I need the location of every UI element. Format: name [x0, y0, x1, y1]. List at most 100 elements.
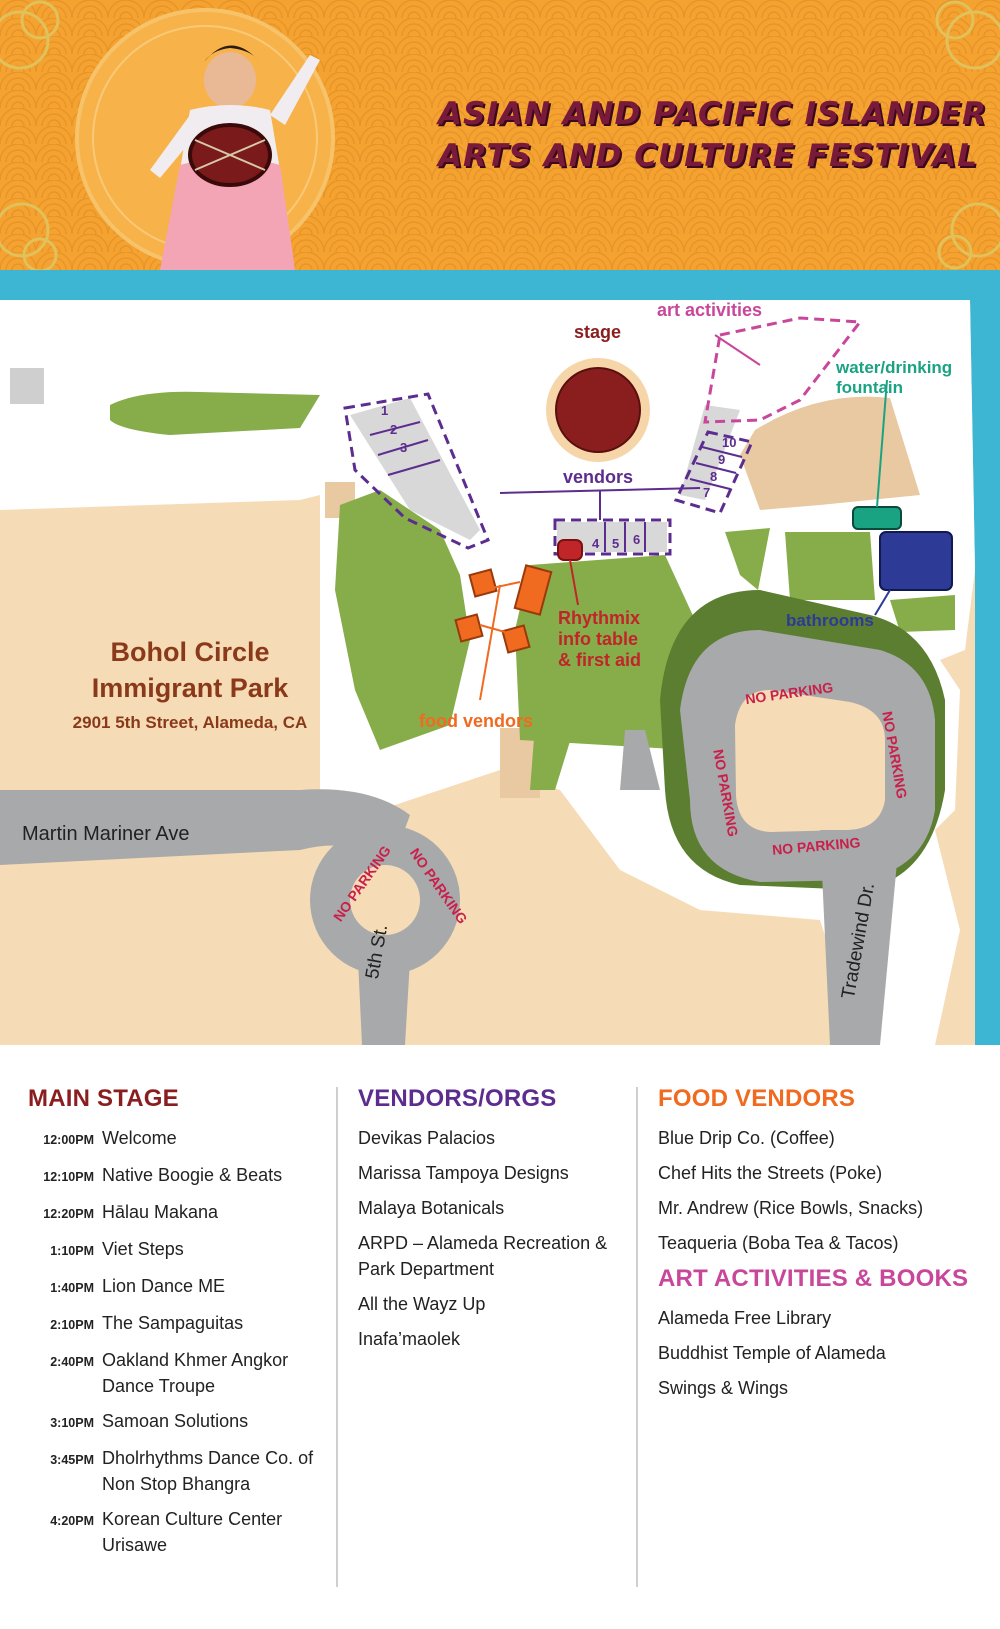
art-activity-item: Swings & Wings — [658, 1378, 789, 1398]
food-art-column: FOOD VENDORS Blue Drip Co. (Coffee)Chef … — [658, 1085, 988, 1410]
vendor-area-right — [673, 430, 755, 515]
schedule-time: 2:10PM — [50, 1318, 94, 1332]
stage-circle — [555, 367, 641, 453]
schedule-act: Korean Culture Center Urisawe — [102, 1509, 283, 1555]
booth-2: 2 — [390, 422, 398, 437]
vendor-item: ARPD – Alameda Recreation & Park Departm… — [358, 1233, 608, 1279]
stage-label: stage — [574, 322, 622, 342]
column-divider — [636, 1087, 638, 1587]
art-activities-title: ART ACTIVITIES & BOOKS — [658, 1265, 969, 1292]
schedule-act: Samoan Solutions — [102, 1411, 249, 1431]
cloud-ornament-left — [0, 0, 60, 270]
lawn-center — [515, 555, 695, 750]
park-name-line1: Bohol Circle — [110, 637, 270, 667]
rhythmix-label-line2: info table — [558, 629, 638, 649]
column-divider — [336, 1087, 338, 1587]
schedule-time: 4:20PM — [50, 1514, 94, 1528]
park-address: 2901 5th Street, Alameda, CA — [72, 713, 308, 732]
art-activities-label: art activities — [657, 300, 763, 320]
grey-block — [10, 368, 44, 404]
lawn-left — [335, 490, 470, 750]
water-fountain — [852, 506, 902, 530]
festival-header: ASIAN AND PACIFIC ISLANDER ARTS AND CULT… — [0, 0, 1000, 270]
art-activity-item: Buddhist Temple of Alameda — [658, 1343, 886, 1363]
booth-10: 10 — [722, 435, 737, 450]
main-stage-title: MAIN STAGE — [28, 1085, 179, 1112]
food-vendor-item: Blue Drip Co. (Coffee) — [658, 1128, 835, 1148]
rhythmix-label-line3: & first aid — [558, 650, 642, 670]
vendors-title: VENDORS/ORGS — [358, 1085, 557, 1112]
schedule-act: Dholrhythms Dance Co. of Non Stop Bhangr… — [102, 1448, 314, 1494]
vendor-item: All the Wayz Up — [358, 1294, 486, 1314]
festival-title-line2: ARTS AND CULTURE FESTIVAL — [438, 138, 978, 174]
stage-schedule-item: 2:40PM Oakland Khmer Angkor Dance Troupe — [28, 1347, 328, 1399]
map-canvas — [0, 270, 1000, 1045]
bathrooms-label: bathrooms — [786, 611, 874, 630]
schedule-act: Viet Steps — [102, 1239, 184, 1259]
martin-mariner-label: Martin Mariner Ave — [22, 823, 190, 845]
booth-1: 1 — [381, 403, 389, 418]
food-vendors-title: FOOD VENDORS — [658, 1085, 856, 1112]
booth-6: 6 — [633, 532, 641, 547]
vendors-connector — [499, 487, 701, 494]
schedule-act: Welcome — [102, 1128, 177, 1148]
food-vendor-item: Mr. Andrew (Rice Bowls, Snacks) — [658, 1198, 924, 1218]
schedule-time: 1:40PM — [50, 1281, 94, 1295]
booth-4: 4 — [592, 536, 600, 551]
schedule-act: The Sampaguitas — [102, 1313, 244, 1333]
art-activities-area — [703, 316, 863, 424]
schedule-time: 3:45PM — [50, 1453, 94, 1467]
stage-schedule-item: 12:20PM Hālau Makana — [28, 1199, 328, 1227]
fifth-st-road — [358, 960, 410, 1045]
water-label-line1: water/drinking — [836, 358, 953, 377]
food-vendor-tents — [454, 564, 553, 654]
schedule-act: Oakland Khmer Angkor Dance Troupe — [102, 1350, 289, 1396]
stage-schedule-item: 4:20PM Korean Culture Center Urisawe — [28, 1506, 328, 1558]
booth-3: 3 — [400, 440, 408, 455]
schedule-time: 12:00PM — [43, 1133, 94, 1147]
stage-schedule-item: 3:45PM Dholrhythms Dance Co. of Non Stop … — [28, 1445, 328, 1497]
stage-schedule-item: 12:00PM Welcome — [28, 1125, 328, 1153]
art-activity-item: Alameda Free Library — [658, 1308, 832, 1328]
stage-schedule-item: 1:40PM Lion Dance ME — [28, 1273, 328, 1301]
vendor-area-center — [553, 518, 672, 556]
vendor-item: Malaya Botanicals — [358, 1198, 505, 1218]
vendor-item: Marissa Tampoya Designs — [358, 1163, 569, 1183]
schedule-act: Hālau Makana — [102, 1202, 219, 1222]
tradewind-road — [820, 830, 900, 1045]
food-vendors-list: Blue Drip Co. (Coffee)Chef Hits the Stre… — [658, 1125, 988, 1256]
booth-5: 5 — [612, 536, 620, 551]
lawn-right — [785, 532, 875, 600]
stage-schedule-item: 2:10PM The Sampaguitas — [28, 1310, 328, 1338]
vendor-area-left — [343, 392, 490, 550]
park-name: Bohol Circle Immigrant Park — [0, 634, 380, 706]
martin-mariner-road — [0, 789, 410, 870]
festival-map: stage art activities water/drinking foun… — [0, 270, 1000, 1045]
dancer-figure — [150, 45, 320, 270]
water-label-line2: fountain — [836, 378, 904, 397]
vendor-item: Devikas Palacios — [358, 1128, 496, 1148]
schedule-act: Native Boogie & Beats — [102, 1165, 283, 1185]
bathrooms-block — [879, 531, 953, 591]
rhythmix-label-line1: Rhythmix — [558, 608, 641, 628]
vendors-label: vendors — [563, 467, 634, 487]
booth-8: 8 — [710, 469, 718, 484]
rhythmix-label: Rhythmix info table & first aid — [558, 608, 641, 671]
park-name-line2: Immigrant Park — [91, 673, 289, 703]
stage-schedule-item: 1:10PM Viet Steps — [28, 1236, 328, 1264]
schedule-time: 12:20PM — [43, 1207, 94, 1221]
schedule-time: 2:40PM — [50, 1355, 94, 1369]
food-vendors-label: food vendors — [419, 711, 534, 731]
lawn-top-left — [110, 391, 320, 435]
schedule-time: 1:10PM — [50, 1244, 94, 1258]
booth-7: 7 — [703, 485, 711, 500]
schedule-act: Lion Dance ME — [102, 1276, 226, 1296]
